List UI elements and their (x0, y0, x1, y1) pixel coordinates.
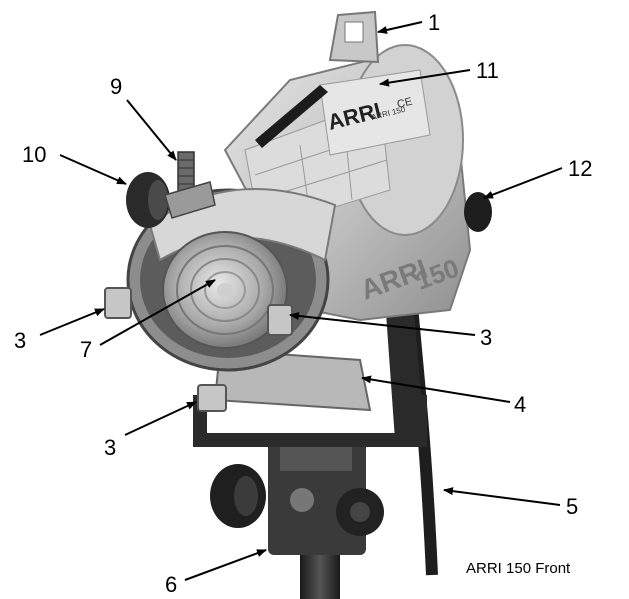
callout-7: 7 (80, 279, 216, 362)
lock-clamp (164, 181, 216, 219)
callout-9-label: 9 (110, 74, 122, 99)
callout-9: 9 (110, 74, 177, 161)
callout-6: 6 (165, 549, 267, 597)
callout-1: 1 (377, 10, 440, 35)
callout-3-bottom: 3 (104, 401, 197, 460)
callout-5-label: 5 (566, 494, 578, 519)
callout-3-left-label: 3 (14, 328, 26, 353)
rear-knob (464, 192, 492, 232)
callout-12: 12 (483, 156, 592, 199)
accessory-clip-right (267, 304, 293, 336)
callout-11: 11 (379, 58, 499, 87)
lock-screw (177, 151, 195, 193)
callout-11-label: 11 (476, 58, 499, 83)
ce-mark: CE (396, 96, 414, 111)
brand-plate (319, 69, 431, 156)
callout-6-label: 6 (165, 572, 177, 597)
callout-7-label: 7 (80, 337, 92, 362)
vent-slot (255, 85, 328, 148)
callout-1-label: 1 (428, 10, 440, 35)
callout-5: 5 (443, 487, 578, 519)
accessory-clip-bottom (197, 384, 227, 412)
accessory-clip-left (104, 287, 132, 319)
callout-3-bottom-label: 3 (104, 435, 116, 460)
callout-4: 4 (361, 375, 526, 417)
callout-3-left: 3 (14, 308, 105, 353)
callout-10: 10 (22, 142, 127, 185)
callout-3-right: 3 (289, 311, 492, 350)
figure-caption: ARRI 150 Front (466, 560, 571, 577)
callout-12-label: 12 (568, 156, 592, 181)
callout-10-label: 10 (22, 142, 46, 167)
callout-4-label: 4 (514, 392, 526, 417)
callout-3-right-label: 3 (480, 325, 492, 350)
